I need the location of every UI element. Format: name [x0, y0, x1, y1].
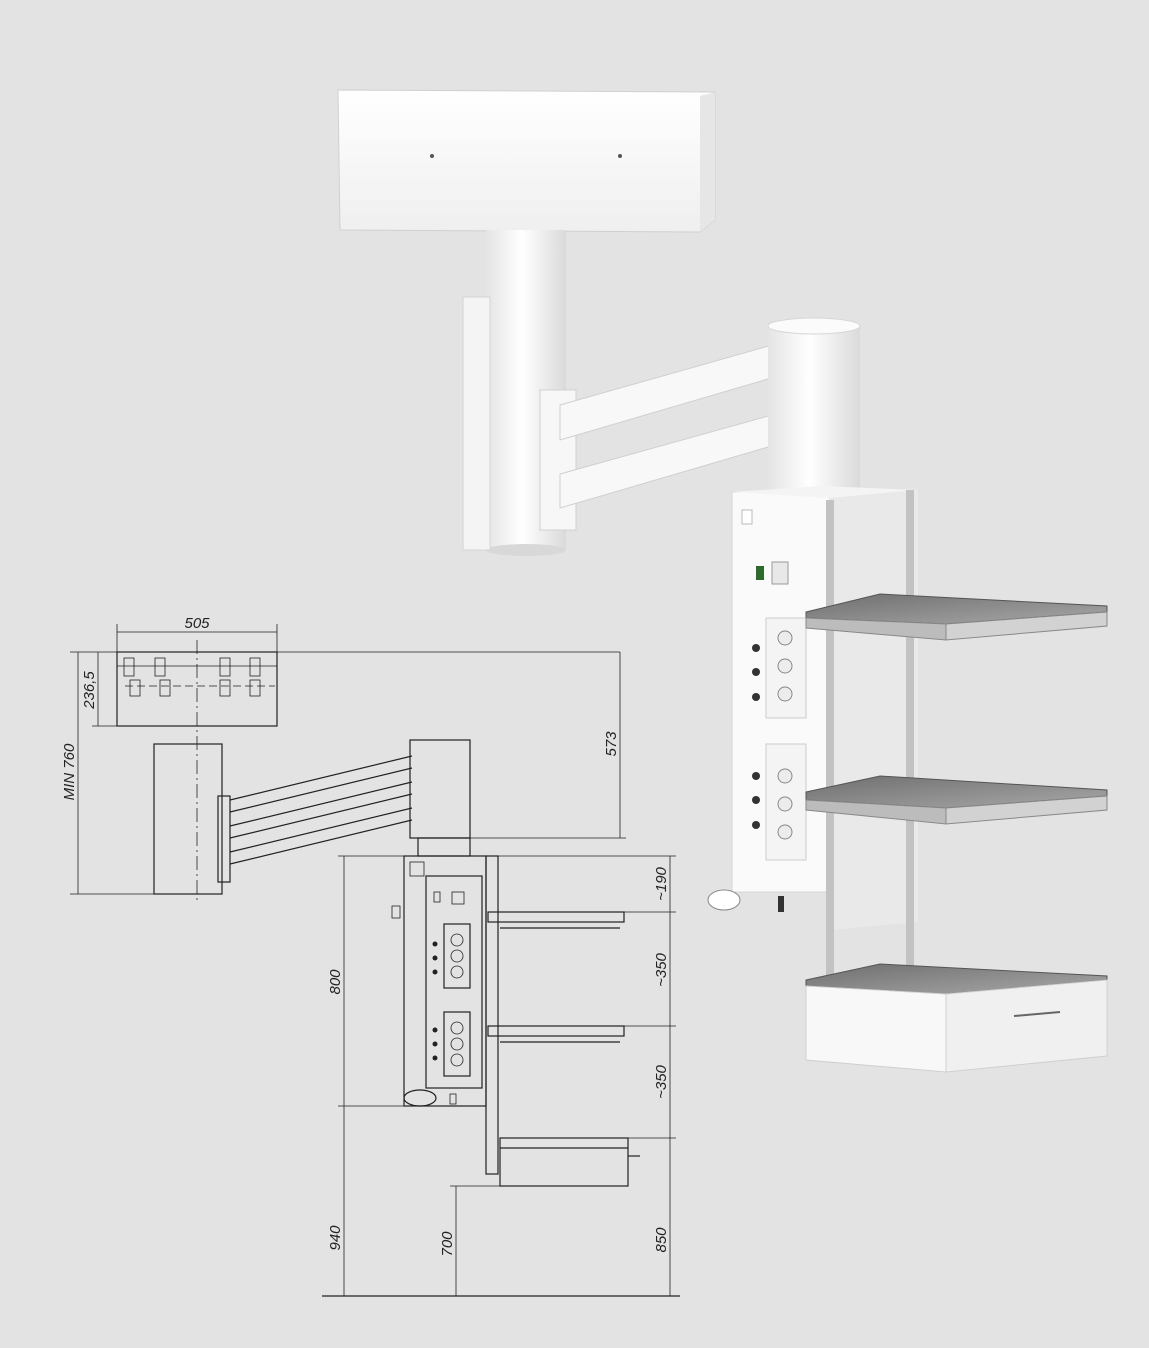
socket-icon: [777, 768, 793, 784]
gas-outlet-icon: [707, 889, 741, 911]
power-switch-icon: [756, 566, 764, 580]
dim-arm-drop: 573: [603, 731, 620, 757]
dim-mount-height: 236,5: [81, 671, 98, 710]
dim-floor-to-bottom: 940: [327, 1225, 344, 1251]
network-port-icon: [771, 561, 789, 585]
shelf-2: [805, 775, 1108, 825]
socket-icon: [777, 658, 793, 674]
dim-floor-to-shelf: 850: [653, 1227, 670, 1253]
dim-min-height: MIN 760: [61, 743, 78, 800]
pendant-column: [462, 230, 577, 556]
socket-icon: [777, 630, 793, 646]
socket-icon: [777, 796, 793, 812]
dim-shelf-spacing-3: ~350: [653, 1064, 670, 1098]
drawing-shelves: [487, 911, 640, 1187]
drawing-column: [153, 743, 223, 895]
shelf-rails: [826, 490, 914, 980]
drawer-handle-icon: [1013, 1011, 1061, 1017]
socket-icon: [777, 824, 793, 840]
drawing-supply-unit: [391, 855, 499, 1175]
screw-icon: [618, 154, 622, 158]
dim-column-height: 800: [327, 969, 344, 995]
socket-icon: [777, 686, 793, 702]
ceiling-mount-box: [337, 89, 716, 233]
drawer-unit: [805, 963, 1108, 1073]
drawing-arm: [229, 755, 413, 865]
dim-shelf-spacing-1: ~190: [653, 866, 670, 900]
screw-icon: [430, 154, 434, 158]
dimension-lines: [70, 624, 680, 1297]
dim-shelf-spacing-2: ~350: [653, 952, 670, 986]
dim-floor-to-drawer: 700: [439, 1231, 456, 1257]
arm-joint: [767, 317, 861, 494]
dim-width-top: 505: [184, 615, 210, 632]
shelf-1: [805, 593, 1108, 641]
